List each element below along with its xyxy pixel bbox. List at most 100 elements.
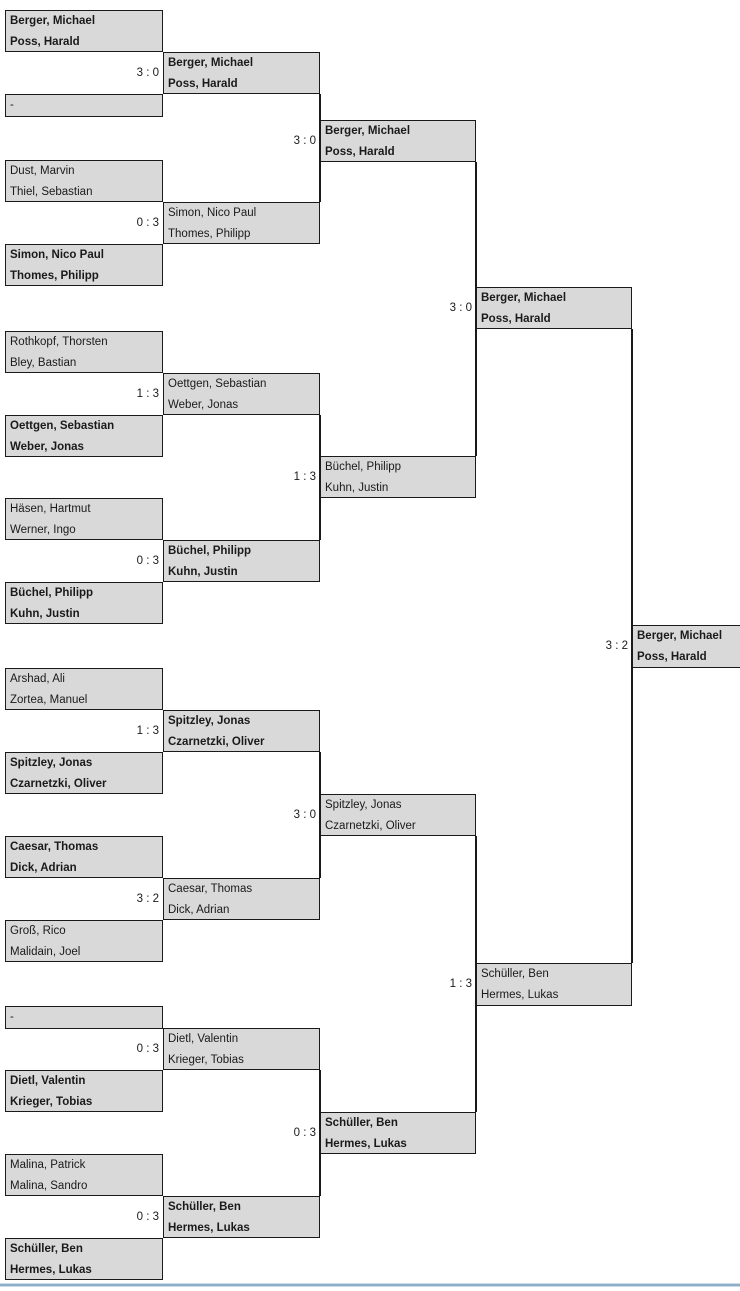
score-label: 1 : 3: [449, 978, 472, 990]
player-name: Dietl, Valentin: [168, 1033, 239, 1045]
player-name: Poss, Harald: [10, 36, 80, 48]
player-name: Arshad, Ali: [10, 673, 65, 685]
score-label: 1 : 3: [293, 471, 316, 483]
connector-line: [475, 162, 477, 456]
bye-placeholder: -: [10, 99, 14, 111]
team-box-r1-spitzley-czarnetzki: Spitzley, Jonas Czarnetzki, Oliver: [5, 752, 163, 794]
score-label: 3 : 0: [449, 302, 472, 314]
team-box-r1-gross-malidain: Groß, Rico Malidain, Joel: [5, 920, 163, 962]
player-name: Caesar, Thomas: [10, 841, 99, 853]
team-box-r2-dietl-krieger: Dietl, Valentin Krieger, Tobias: [163, 1028, 320, 1070]
connector-line: [319, 752, 321, 878]
player-name: Häsen, Hartmut: [10, 503, 91, 515]
team-box-r2-spitzley-czarnetzki: Spitzley, Jonas Czarnetzki, Oliver: [163, 710, 320, 752]
player-name: Berger, Michael: [481, 292, 567, 304]
player-name: Poss, Harald: [325, 146, 395, 158]
team-box-r2-buechel-kuhn: Büchel, Philipp Kuhn, Justin: [163, 540, 320, 582]
player-name: Spitzley, Jonas: [168, 715, 251, 727]
bye-placeholder: -: [10, 1011, 14, 1023]
score-label: 0 : 3: [136, 1211, 159, 1223]
team-box-r3-spitzley-czarnetzki: Spitzley, Jonas Czarnetzki, Oliver: [320, 794, 476, 836]
player-name: Werner, Ingo: [10, 524, 76, 536]
player-name: Kuhn, Justin: [10, 608, 80, 620]
score-label: 3 : 2: [605, 640, 628, 652]
player-name: Schüller, Ben: [325, 1117, 398, 1129]
team-box-r2-caesar-dick: Caesar, Thomas Dick, Adrian: [163, 878, 320, 920]
player-name: Bley, Bastian: [10, 357, 77, 369]
player-name: Caesar, Thomas: [168, 883, 253, 895]
player-name: Berger, Michael: [637, 630, 723, 642]
player-name: Czarnetzki, Oliver: [10, 778, 107, 790]
team-box-r2-schueller-hermes: Schüller, Ben Hermes, Lukas: [163, 1196, 320, 1238]
team-box-r1-bye2: -: [5, 1006, 163, 1029]
player-name: Simon, Nico Paul: [10, 249, 104, 261]
player-name: Schüller, Ben: [168, 1201, 241, 1213]
player-name: Berger, Michael: [168, 57, 254, 69]
player-name: Spitzley, Jonas: [10, 757, 93, 769]
player-name: Dick, Adrian: [168, 904, 230, 916]
player-name: Simon, Nico Paul: [168, 207, 257, 219]
score-label: 3 : 0: [293, 809, 316, 821]
player-name: Thomes, Philipp: [10, 270, 99, 282]
team-box-r3-berger-poss: Berger, Michael Poss, Harald: [320, 120, 476, 162]
team-box-r4-schueller-hermes: Schüller, Ben Hermes, Lukas: [476, 963, 632, 1006]
player-name: Weber, Jonas: [10, 441, 84, 453]
score-label: 1 : 3: [136, 388, 159, 400]
team-box-r3-schueller-hermes: Schüller, Ben Hermes, Lukas: [320, 1112, 476, 1154]
player-name: Hermes, Lukas: [10, 1264, 92, 1276]
player-name: Thiel, Sebastian: [10, 186, 93, 198]
player-name: Poss, Harald: [168, 78, 238, 90]
player-name: Dietl, Valentin: [10, 1075, 86, 1087]
player-name: Poss, Harald: [637, 651, 707, 663]
player-name: Krieger, Tobias: [168, 1054, 244, 1066]
team-box-r2-berger-poss: Berger, Michael Poss, Harald: [163, 52, 320, 94]
player-name: Dick, Adrian: [10, 862, 77, 874]
team-box-r3-buechel-kuhn: Büchel, Philipp Kuhn, Justin: [320, 456, 476, 498]
player-name: Oettgen, Sebastian: [168, 378, 267, 390]
score-label: 0 : 3: [136, 1043, 159, 1055]
team-box-r1-arshad-zortea: Arshad, Ali Zortea, Manuel: [5, 668, 163, 710]
player-name: Malidain, Joel: [10, 946, 81, 958]
player-name: Thomes, Philipp: [168, 228, 251, 240]
team-box-r2-simon-thomes: Simon, Nico Paul Thomes, Philipp: [163, 202, 320, 244]
player-name: Kuhn, Justin: [325, 482, 389, 494]
team-box-r1-berger-poss: Berger, Michael Poss, Harald: [5, 10, 163, 52]
player-name: Zortea, Manuel: [10, 694, 88, 706]
player-name: Oettgen, Sebastian: [10, 420, 115, 432]
footer-rule: [0, 1283, 740, 1287]
player-name: Rothkopf, Thorsten: [10, 336, 108, 348]
connector-line: [319, 1070, 321, 1196]
connector-line: [319, 415, 321, 540]
player-name: Dust, Marvin: [10, 165, 75, 177]
score-label: 0 : 3: [293, 1127, 316, 1139]
player-name: Büchel, Philipp: [10, 587, 94, 599]
player-name: Hermes, Lukas: [481, 989, 559, 1001]
team-box-r1-caesar-dick: Caesar, Thomas Dick, Adrian: [5, 836, 163, 878]
team-box-r1-oettgen-weber: Oettgen, Sebastian Weber, Jonas: [5, 415, 163, 457]
player-name: Berger, Michael: [10, 15, 96, 27]
team-box-r1-rothkopf-bley: Rothkopf, Thorsten Bley, Bastian: [5, 331, 163, 373]
team-box-r4-berger-poss: Berger, Michael Poss, Harald: [476, 287, 632, 329]
score-label: 0 : 3: [136, 217, 159, 229]
player-name: Malina, Patrick: [10, 1159, 86, 1171]
team-box-r1-bye: -: [5, 94, 163, 117]
team-box-r1-simon-thomes: Simon, Nico Paul Thomes, Philipp: [5, 244, 163, 286]
score-label: 0 : 3: [136, 555, 159, 567]
connector-line: [319, 94, 321, 202]
team-box-r1-schueller-hermes: Schüller, Ben Hermes, Lukas: [5, 1238, 163, 1280]
score-label: 1 : 3: [136, 725, 159, 737]
player-name: Spitzley, Jonas: [325, 799, 402, 811]
player-name: Malina, Sandro: [10, 1180, 88, 1192]
player-name: Poss, Harald: [481, 313, 551, 325]
team-box-r1-dietl-krieger: Dietl, Valentin Krieger, Tobias: [5, 1070, 163, 1112]
player-name: Czarnetzki, Oliver: [168, 736, 265, 748]
player-name: Schüller, Ben: [481, 968, 549, 980]
team-box-r1-haesen-werner: Häsen, Hartmut Werner, Ingo: [5, 498, 163, 540]
score-label: 3 : 0: [136, 67, 159, 79]
team-box-r1-dust-thiel: Dust, Marvin Thiel, Sebastian: [5, 160, 163, 202]
player-name: Büchel, Philipp: [168, 545, 252, 557]
score-label: 3 : 2: [136, 893, 159, 905]
team-box-r1-malina-malina: Malina, Patrick Malina, Sandro: [5, 1154, 163, 1196]
player-name: Hermes, Lukas: [168, 1222, 250, 1234]
